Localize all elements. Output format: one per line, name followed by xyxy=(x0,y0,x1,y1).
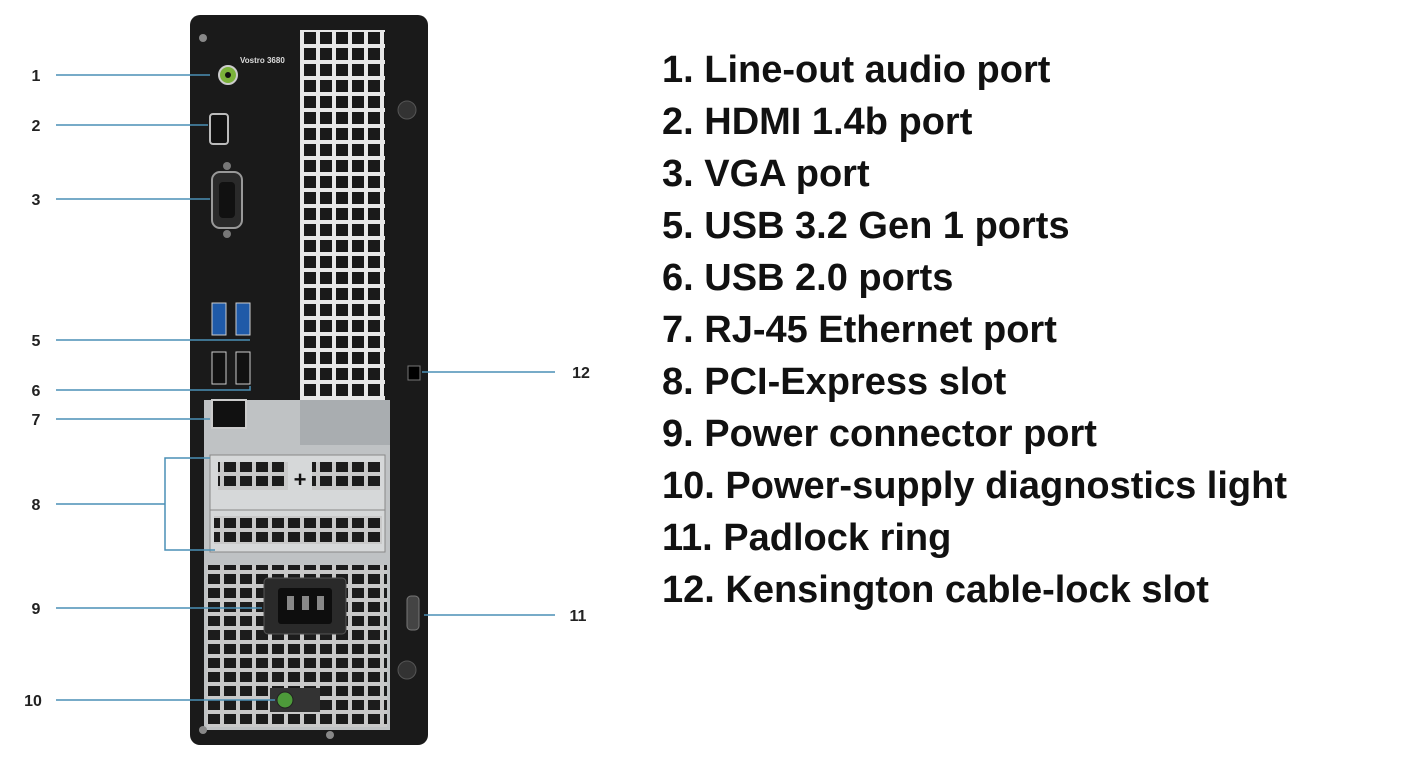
kensington-slot xyxy=(407,365,421,381)
callout-5: 5 xyxy=(32,333,41,350)
legend-item-line-out: 1. Line-out audio port xyxy=(662,49,1051,91)
callout-10: 10 xyxy=(24,693,42,710)
callout-12: 12 xyxy=(572,365,590,382)
computer-rear-diagram: + Vostro 3680 xyxy=(24,15,590,745)
usb-3-port-1 xyxy=(211,302,227,336)
callout-7: 7 xyxy=(32,412,41,429)
legend-item-kensington: 12. Kensington cable-lock slot xyxy=(662,569,1209,611)
callout-1: 1 xyxy=(32,68,41,85)
port-legend: 1. Line-out audio port 2. HDMI 1.4b port… xyxy=(662,44,1287,616)
callout-9: 9 xyxy=(32,601,41,618)
svg-text:+: + xyxy=(294,467,307,492)
callout-6: 6 xyxy=(32,383,41,400)
legend-item-pci-express: 8. PCI-Express slot xyxy=(662,361,1007,403)
padlock-ring xyxy=(406,595,420,631)
legend-item-hdmi: 2. HDMI 1.4b port xyxy=(662,101,973,143)
legend-item-usb2: 6. USB 2.0 ports xyxy=(662,257,954,299)
usb-3-port-2 xyxy=(235,302,251,336)
legend-item-power-connector: 9. Power connector port xyxy=(662,413,1097,455)
usb-2-port-2 xyxy=(235,351,251,385)
power-diagnostics-light xyxy=(276,691,294,709)
power-supply xyxy=(207,565,387,727)
callout-2: 2 xyxy=(32,118,41,135)
legend-item-psu-light: 10. Power-supply diagnostics light xyxy=(662,465,1287,507)
legend-item-usb3: 5. USB 3.2 Gen 1 ports xyxy=(662,205,1070,247)
callout-11: 11 xyxy=(570,608,587,625)
leader-lines xyxy=(56,74,555,701)
callout-3: 3 xyxy=(32,192,41,209)
legend-item-vga: 3. VGA port xyxy=(662,153,870,195)
callout-8: 8 xyxy=(32,497,41,514)
usb-2-port-1 xyxy=(211,351,227,385)
hdmi-port xyxy=(209,113,229,145)
legend-item-padlock: 11. Padlock ring xyxy=(662,517,952,559)
pci-express-slot: + xyxy=(209,454,386,553)
model-label: Vostro 3680 xyxy=(240,56,285,65)
legend-item-rj45: 7. RJ-45 Ethernet port xyxy=(662,309,1057,351)
upper-vent-grille xyxy=(300,30,385,400)
rj45-ethernet-port xyxy=(211,399,247,429)
